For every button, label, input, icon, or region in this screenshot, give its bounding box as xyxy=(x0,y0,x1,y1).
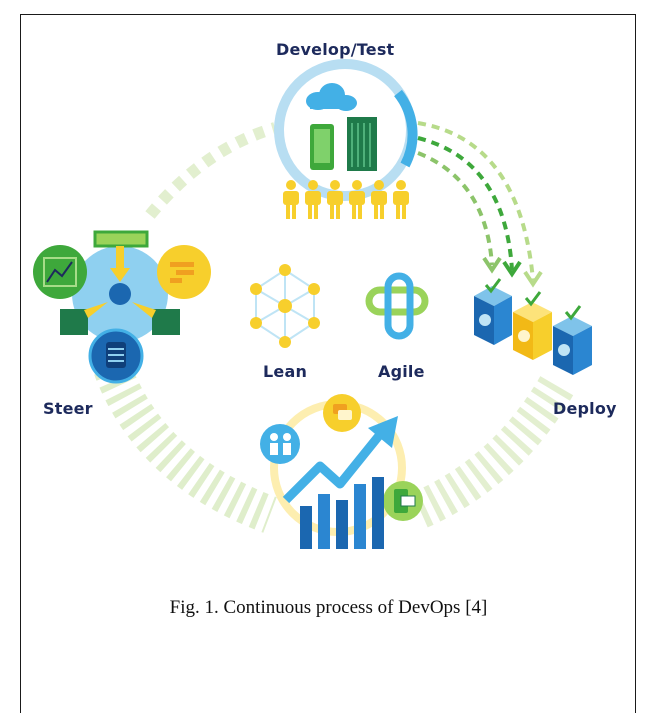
figure-frame xyxy=(20,14,636,713)
mobile-mail-icon xyxy=(383,481,423,521)
lean-label: Lean xyxy=(263,362,308,381)
phone-icon xyxy=(310,124,334,170)
cloud-icon xyxy=(306,83,357,111)
steer-arrows xyxy=(84,246,156,318)
team-icon xyxy=(283,180,409,219)
deploy-label: Deploy xyxy=(553,399,617,418)
steer-label: Steer xyxy=(43,399,93,418)
deploy-box-blue-2 xyxy=(553,305,592,375)
server-icon xyxy=(347,117,377,171)
deploy-box-blue xyxy=(474,278,512,345)
people-meeting-icon xyxy=(260,424,300,464)
deploy-box-yellow xyxy=(513,291,552,360)
chart-grid-icon xyxy=(33,245,87,299)
cycle-arc-bottom-left xyxy=(94,361,277,533)
trend-arrow-icon xyxy=(282,416,398,504)
figure-caption: Fig. 1. Continuous process of DevOps [4] xyxy=(169,597,488,618)
database-icon xyxy=(88,328,144,384)
chat-icon xyxy=(323,394,361,432)
develop-test-label: Develop/Test xyxy=(276,40,395,59)
steer-icon xyxy=(33,230,211,384)
lean-icon xyxy=(250,264,320,348)
cycle-arc-bottom-right xyxy=(412,370,577,528)
gantt-icon xyxy=(157,245,211,299)
develop-test-icon xyxy=(274,59,418,219)
agile-label: Agile xyxy=(378,362,425,381)
cycle-arc-top-left xyxy=(145,122,277,219)
agile-icon xyxy=(365,272,429,340)
deploy-arrows xyxy=(417,121,543,288)
bar-chart-icon xyxy=(300,477,384,549)
deploy-icon xyxy=(474,278,592,375)
analytics-icon xyxy=(260,394,423,549)
